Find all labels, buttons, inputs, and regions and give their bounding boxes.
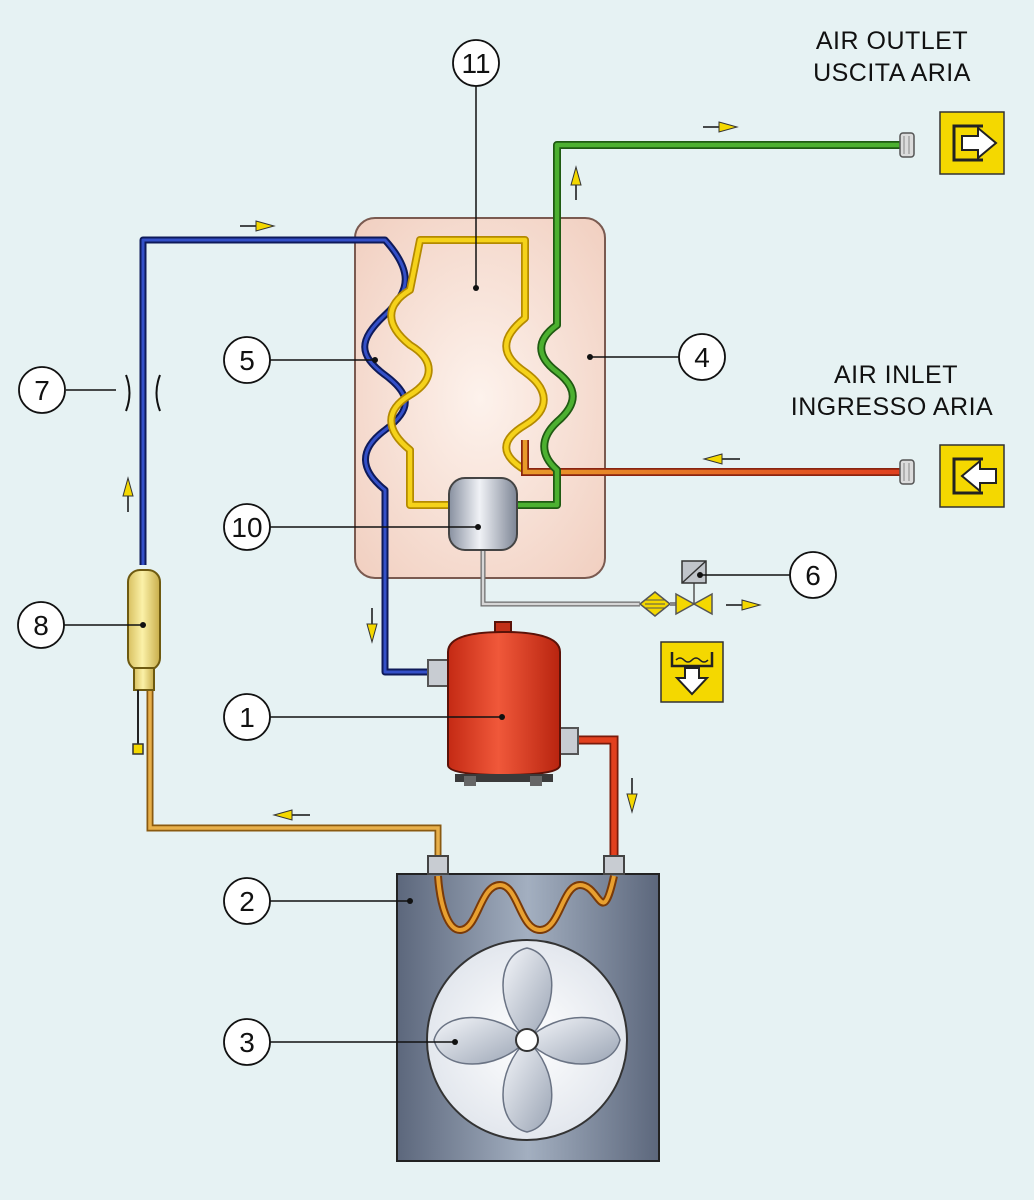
air-outlet-line bbox=[515, 141, 900, 509]
heat-exchanger-panel bbox=[354, 217, 606, 579]
liquid-receiver-8 bbox=[127, 569, 161, 755]
callout-3-label: 3 bbox=[239, 1027, 255, 1058]
callout-1: 1 bbox=[223, 693, 271, 741]
air-outlet-label: AIR OUTLET bbox=[816, 27, 968, 55]
air-inlet-line bbox=[521, 440, 900, 476]
expansion-device-7 bbox=[125, 374, 161, 412]
callout-5-label: 5 bbox=[239, 345, 255, 376]
liquid-line bbox=[146, 690, 442, 860]
air-inlet-symbol-icon bbox=[939, 444, 1005, 508]
callout-5: 5 bbox=[223, 336, 271, 384]
callout-2: 2 bbox=[223, 877, 271, 925]
callout-10-label: 10 bbox=[231, 512, 262, 543]
fan-3 bbox=[426, 939, 628, 1141]
air-inlet-label: AIR INLET bbox=[834, 361, 958, 389]
condensate-drain-symbol-icon bbox=[660, 641, 724, 703]
flow-arrow-right-icon bbox=[726, 599, 762, 611]
flow-arrow-left-icon bbox=[702, 453, 740, 465]
air-to-air-loop bbox=[387, 236, 620, 509]
callout-3: 3 bbox=[223, 1018, 271, 1066]
flow-arrow-up-icon bbox=[122, 476, 134, 512]
flow-arrow-left-icon bbox=[272, 809, 310, 821]
condensate-drain-line bbox=[480, 548, 640, 607]
callout-6: 6 bbox=[789, 551, 837, 599]
flow-arrow-right-icon bbox=[703, 121, 739, 133]
callout-6-label: 6 bbox=[805, 560, 821, 591]
air-outlet-symbol-icon bbox=[939, 111, 1005, 175]
hot-gas-line bbox=[575, 735, 619, 860]
drain-valve-6 bbox=[638, 560, 713, 617]
flow-arrow-down-icon bbox=[626, 778, 638, 814]
leader-dots bbox=[140, 285, 703, 1045]
callout-11-label: 11 bbox=[461, 48, 490, 79]
compressor-1 bbox=[427, 621, 579, 786]
callout-7: 7 bbox=[18, 366, 66, 414]
flow-arrow-right-icon bbox=[240, 220, 276, 232]
callout-11: 11 bbox=[452, 39, 500, 87]
air-inlet-label-italian: INGRESSO ARIA bbox=[791, 393, 993, 421]
callout-8: 8 bbox=[17, 601, 65, 649]
separator-10 bbox=[448, 477, 518, 551]
refrigerant-suction-line bbox=[139, 236, 435, 676]
callout-4: 4 bbox=[678, 333, 726, 381]
callout-10: 10 bbox=[223, 503, 271, 551]
air-outlet-label-italian: USCITA ARIA bbox=[813, 59, 971, 87]
flow-arrows bbox=[122, 121, 762, 821]
air-outlet-fitting bbox=[899, 132, 915, 158]
callout-2-label: 2 bbox=[239, 886, 255, 917]
callout-8-label: 8 bbox=[33, 610, 49, 641]
leader-lines bbox=[64, 86, 790, 1043]
callout-4-label: 4 bbox=[694, 342, 710, 373]
flow-arrow-up-icon bbox=[570, 165, 582, 200]
callout-1-label: 1 bbox=[239, 702, 255, 733]
air-inlet-fitting bbox=[899, 459, 915, 485]
flow-arrow-down-icon bbox=[366, 608, 378, 644]
callout-7-label: 7 bbox=[34, 375, 50, 406]
